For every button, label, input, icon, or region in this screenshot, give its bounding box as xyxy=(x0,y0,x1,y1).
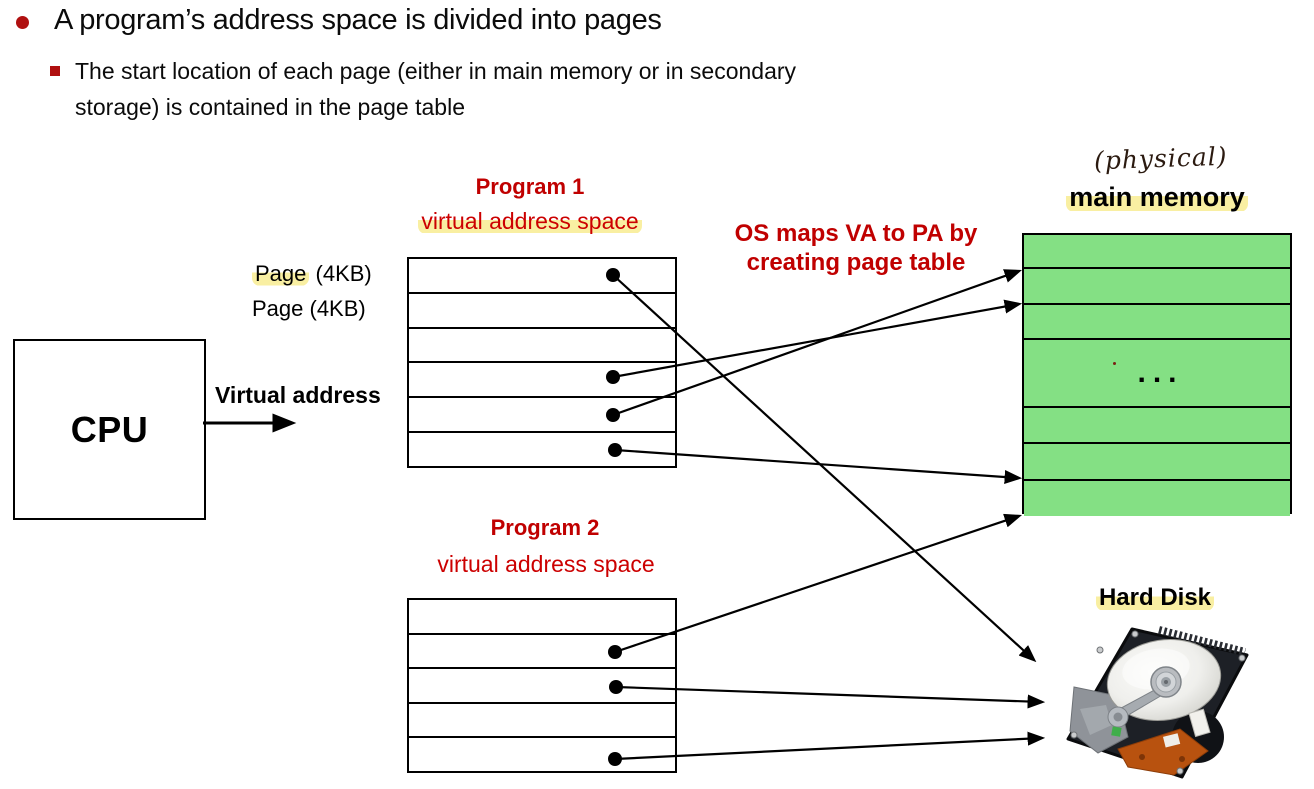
memory-frame-row xyxy=(1024,444,1290,481)
cpu-box: CPU xyxy=(13,339,206,520)
mapping-arrow-p2r5-disk xyxy=(614,731,1046,761)
virtual-address-label: Virtual address xyxy=(215,382,381,408)
memory-frame-row xyxy=(1024,408,1290,444)
slide-title: A program’s address space is divided int… xyxy=(54,4,662,36)
page-row xyxy=(409,669,675,704)
page-row xyxy=(409,738,675,771)
os-mapping-note-line1: OS maps VA to PA by xyxy=(734,220,978,247)
memory-frame-row xyxy=(1024,305,1290,340)
page-4kb-label-1: Page (4KB) xyxy=(252,261,372,287)
main-memory-table: ... xyxy=(1022,233,1292,516)
os-mapping-note: OS maps VA to PA by creating page table xyxy=(660,219,1052,277)
program1-title: Program 1 xyxy=(475,174,585,199)
cpu-label: CPU xyxy=(70,408,149,450)
bullet-icon xyxy=(16,16,29,29)
program1-subtitle: virtual address space xyxy=(380,208,680,235)
sub-bullet-line2: storage) is contained in the page table xyxy=(75,94,465,120)
page-row xyxy=(409,329,675,364)
hard-disk-title: Hard Disk xyxy=(1080,584,1230,612)
program2-subtitle: virtual address space xyxy=(437,551,655,577)
page-row xyxy=(409,635,675,670)
memory-frame-row xyxy=(1024,481,1290,516)
program2-title: Program 2 xyxy=(490,515,600,540)
main-memory-title: main memory xyxy=(1022,182,1292,213)
page-4kb-label-2: Page (4KB) xyxy=(252,296,366,321)
physical-handwritten-annotation: (physical) xyxy=(1093,141,1228,176)
program1-address-space-table xyxy=(407,257,677,468)
page-row xyxy=(409,600,675,635)
os-mapping-note-line2: creating page table xyxy=(746,249,966,276)
memory-frame-row xyxy=(1024,269,1290,305)
sub-bullet-line1: The start location of each page (either … xyxy=(75,58,797,84)
stray-annotation-mark xyxy=(1113,362,1116,365)
memory-ellipsis-row: ... xyxy=(1024,340,1290,408)
mapping-arrow-p2r3-disk xyxy=(615,685,1046,709)
page-row xyxy=(409,363,675,399)
sub-bullet-icon xyxy=(50,66,60,76)
page-row xyxy=(409,294,675,329)
page-row xyxy=(409,704,675,739)
memory-frame-row xyxy=(1024,235,1290,269)
program2-address-space-table xyxy=(407,598,677,773)
page-row xyxy=(409,259,675,294)
hard-disk-photo xyxy=(1066,626,1249,779)
page-row xyxy=(409,398,675,434)
page-row xyxy=(409,433,675,466)
sub-bullet-text: The start location of each page (either … xyxy=(75,53,796,125)
